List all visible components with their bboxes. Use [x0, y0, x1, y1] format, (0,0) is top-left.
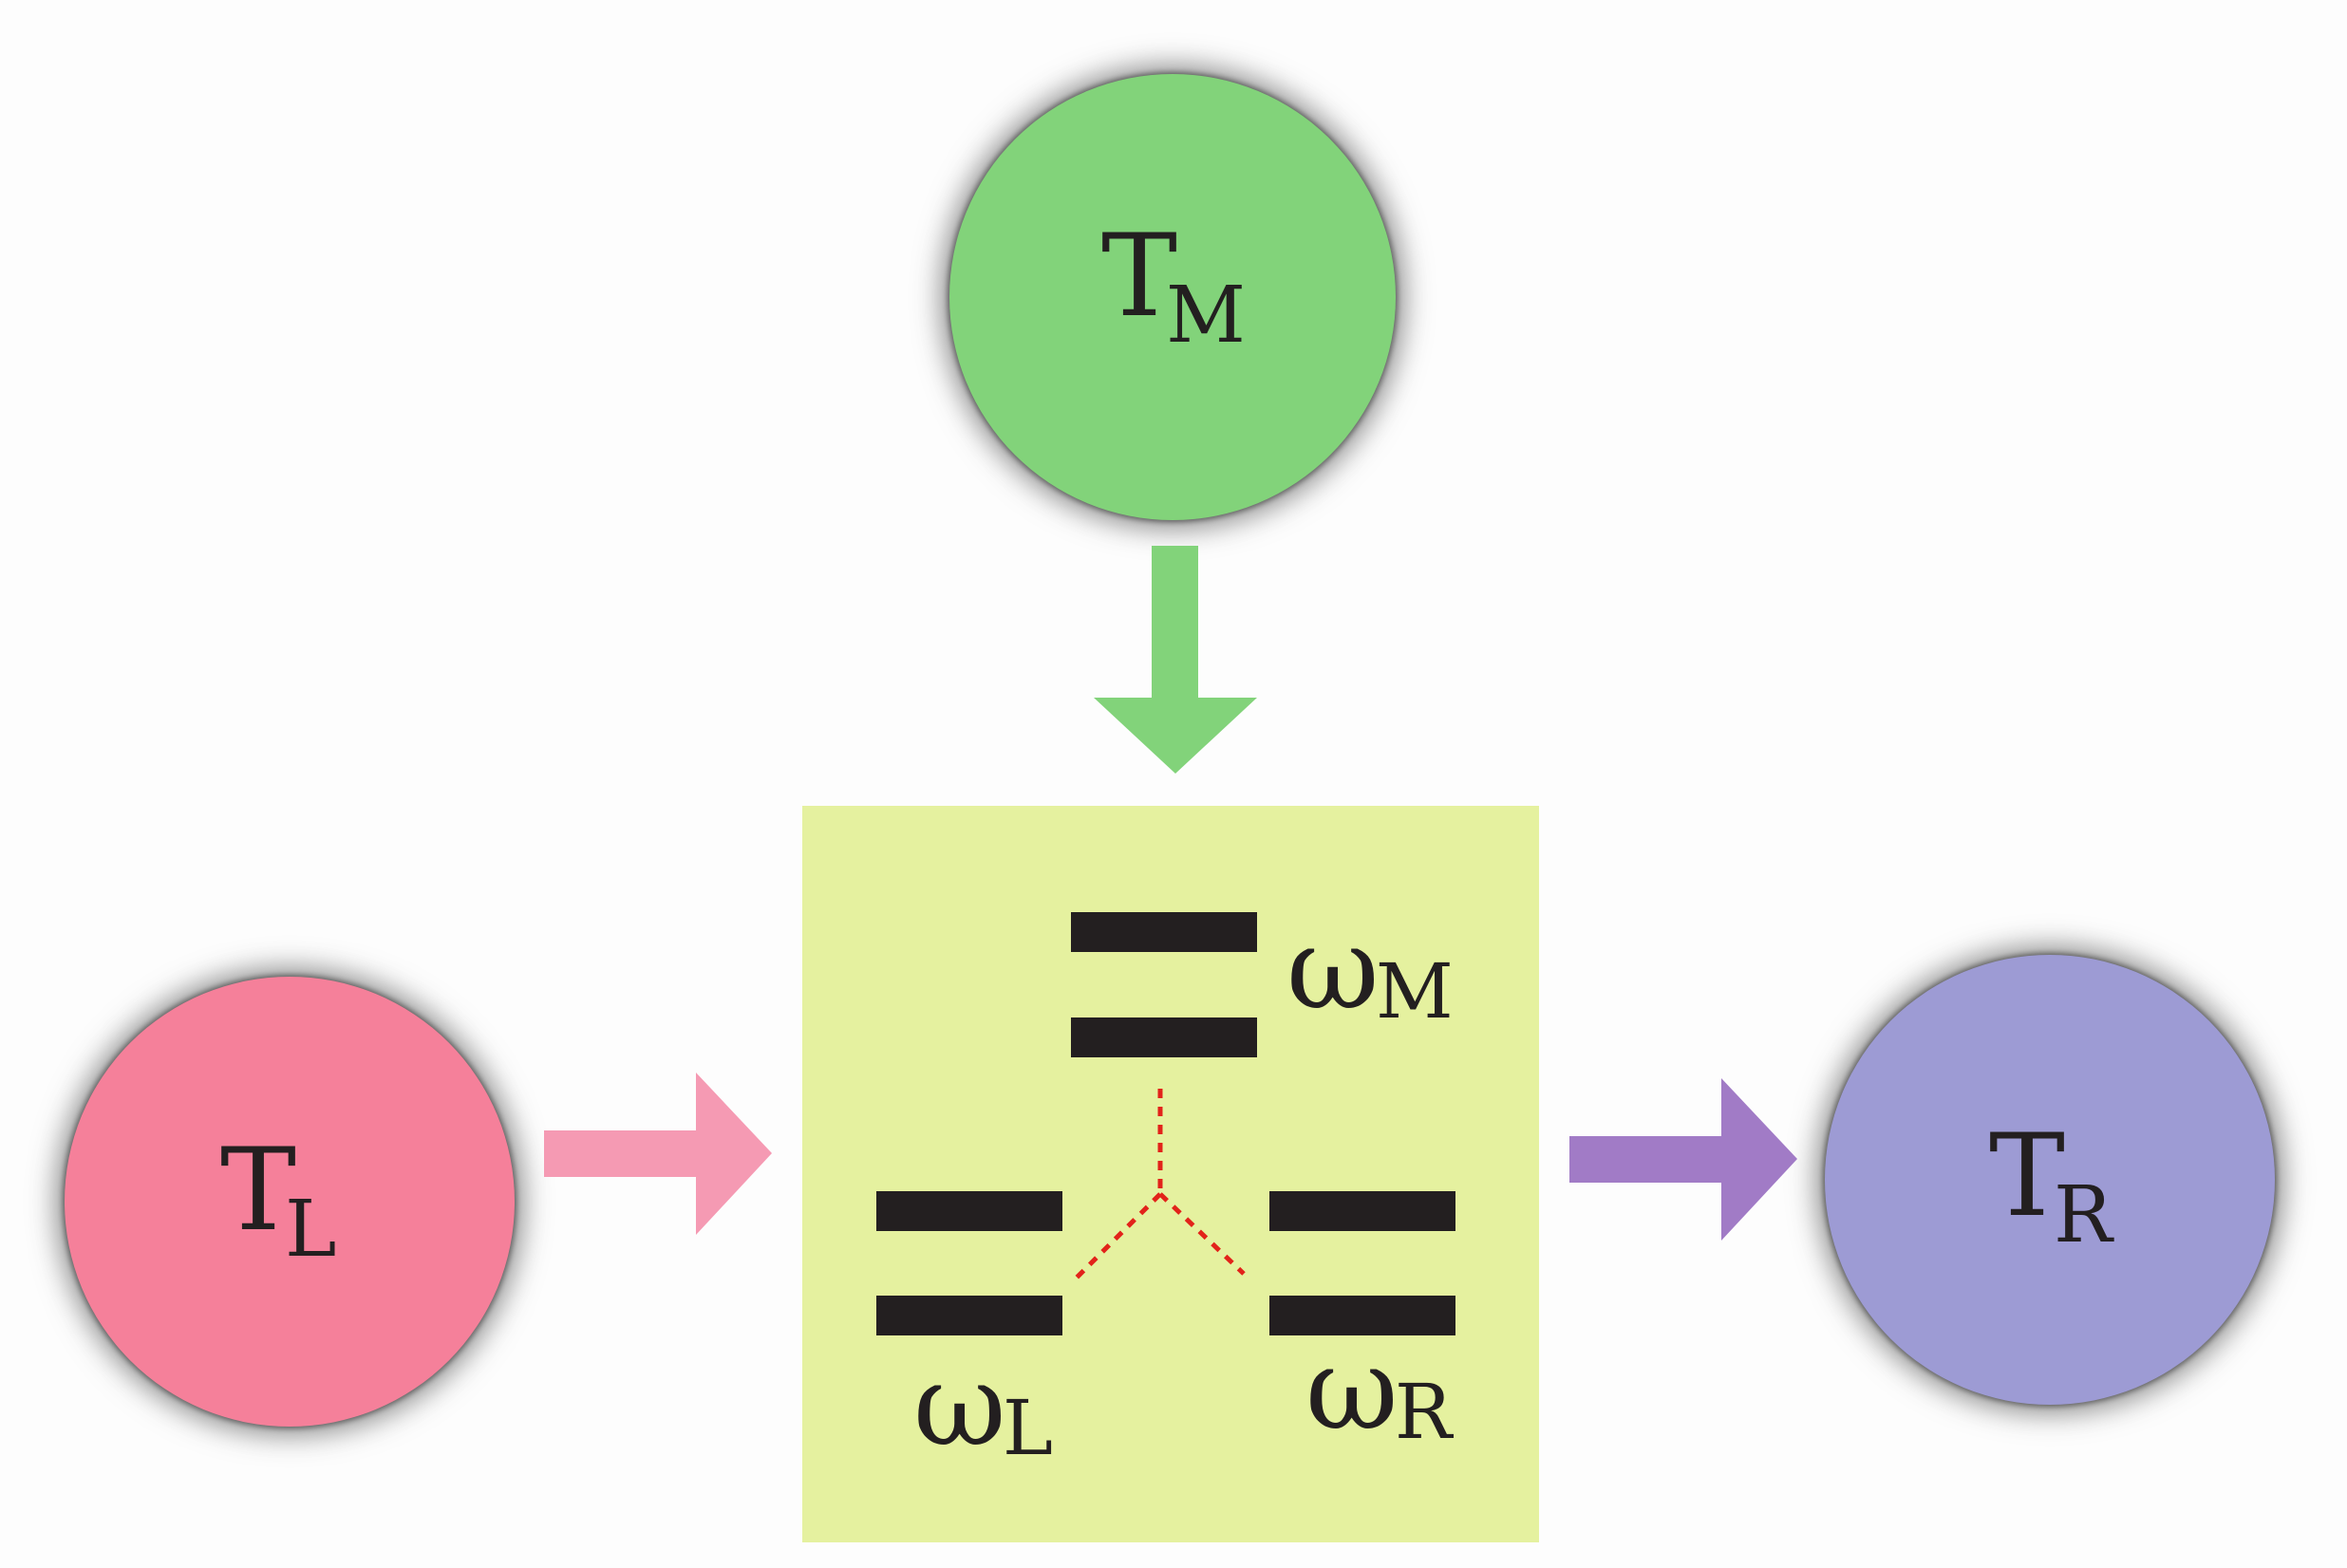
level-right-lower	[1269, 1296, 1455, 1335]
level-middle-upper	[1071, 912, 1257, 952]
omega-middle-subscript: M	[1375, 947, 1454, 1036]
bath-right	[1825, 955, 2275, 1405]
bath-left	[65, 977, 515, 1427]
level-left-upper	[876, 1191, 1062, 1231]
bath-middle-label: TM	[1101, 220, 1257, 355]
level-middle-lower	[1071, 1017, 1257, 1057]
bath-middle-subscript: M	[1166, 271, 1247, 361]
bath-right-symbol: T	[1989, 1111, 2066, 1242]
omega-right-symbol: ω	[1305, 1324, 1399, 1456]
bath-left-subscript: L	[285, 1185, 337, 1275]
level-right-upper	[1269, 1191, 1455, 1231]
bath-right-label: TR	[1989, 1120, 2124, 1255]
bath-right-subscript: R	[2054, 1170, 2112, 1260]
bath-middle	[949, 74, 1396, 520]
coupling-line-right	[1158, 1192, 1246, 1276]
bath-left-symbol: T	[220, 1125, 297, 1257]
arrow-right-icon	[1569, 1078, 1797, 1241]
bath-middle-symbol: T	[1101, 211, 1178, 343]
omega-left-subscript: L	[1002, 1384, 1053, 1472]
coupling-lines	[1074, 1089, 1246, 1280]
omega-right-subscript: R	[1394, 1368, 1453, 1456]
omega-right-label: ωR	[1305, 1334, 1455, 1450]
coupling-line-left	[1074, 1192, 1162, 1280]
omega-middle-label: ωM	[1286, 913, 1457, 1030]
arrow-down-icon	[1094, 546, 1257, 774]
level-left-lower	[876, 1296, 1062, 1335]
bath-left-label: TL	[220, 1134, 348, 1269]
omega-middle-symbol: ω	[1286, 904, 1380, 1036]
omega-left-label: ωL	[913, 1350, 1057, 1466]
arrow-right-icon	[544, 1073, 772, 1235]
omega-left-symbol: ω	[913, 1340, 1006, 1472]
